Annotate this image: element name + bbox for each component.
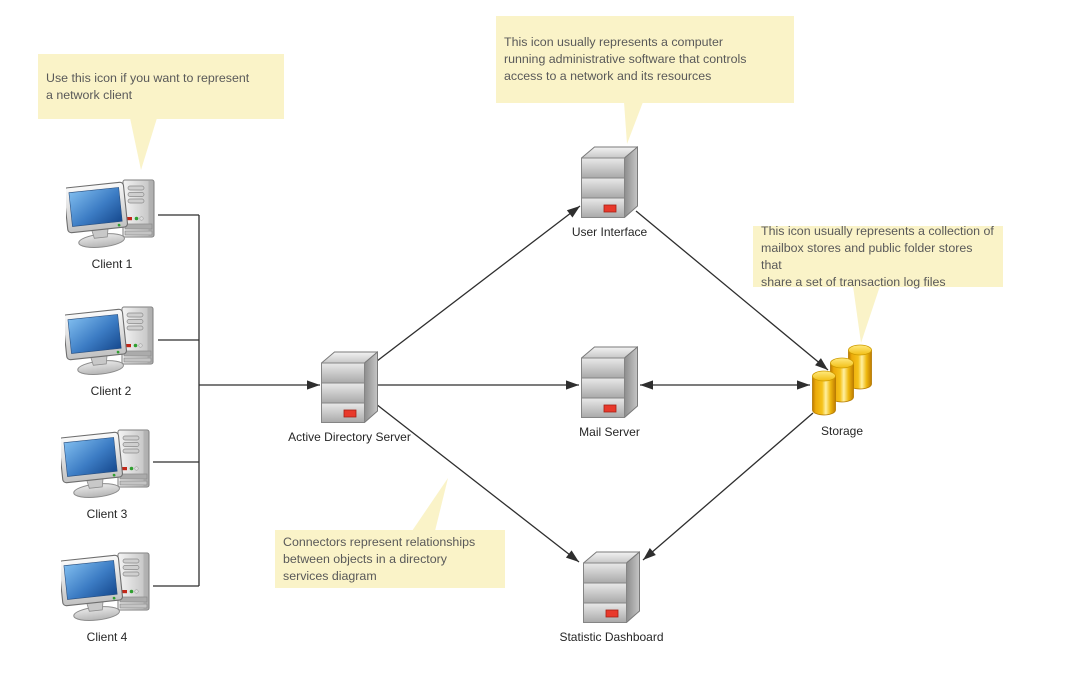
callout-text: Connectors represent relationships betwe… xyxy=(283,534,476,583)
callout-tail xyxy=(412,478,448,531)
node-client-3[interactable]: Client 3 xyxy=(58,428,153,521)
node-mail-server[interactable]: Mail Server xyxy=(579,345,640,439)
connector-user-interface-to-storage[interactable] xyxy=(635,210,829,371)
node-storage[interactable]: Storage xyxy=(812,344,872,438)
callout-tail xyxy=(624,102,643,144)
node-label: User Interface xyxy=(571,225,648,239)
node-label: Client 1 xyxy=(91,257,133,271)
arrowhead xyxy=(565,550,579,562)
arrowhead xyxy=(815,358,828,370)
node-label: Storage xyxy=(820,424,864,438)
server-icon xyxy=(582,550,641,624)
client-computer-icon xyxy=(58,551,153,623)
callout-client-note[interactable]: Use this icon if you want to represent a… xyxy=(38,54,284,119)
node-label: Mail Server xyxy=(579,425,640,439)
arrowhead xyxy=(307,380,320,390)
client-computer-icon xyxy=(62,305,157,377)
connector-active-directory-to-statistic-dashboard[interactable] xyxy=(375,403,580,563)
callout-text: This icon usually represents a computer … xyxy=(504,35,747,83)
arrowhead xyxy=(566,206,580,218)
client-computer-icon xyxy=(58,428,153,500)
server-icon xyxy=(320,350,379,424)
arrowhead xyxy=(797,380,810,390)
arrowhead xyxy=(566,380,579,390)
callout-connectors-note[interactable]: Connectors represent relationships betwe… xyxy=(275,530,505,588)
callout-admin-software-note[interactable]: This icon usually represents a computer … xyxy=(496,16,794,103)
callout-tail xyxy=(853,286,880,343)
node-statistic-dashboard[interactable]: Statistic Dashboard xyxy=(559,550,664,644)
server-icon xyxy=(580,345,639,419)
storage-cylinders-icon xyxy=(812,344,872,417)
node-client-1[interactable]: Client 1 xyxy=(63,178,158,271)
callout-text: This icon usually represents a collectio… xyxy=(761,223,994,289)
arrowhead xyxy=(643,548,656,560)
node-label: Active Directory Server xyxy=(288,430,411,444)
server-icon xyxy=(580,145,639,219)
node-label: Statistic Dashboard xyxy=(559,630,664,644)
callout-storage-note[interactable]: This icon usually represents a collectio… xyxy=(753,224,1003,289)
connector-storage-to-statistic-dashboard[interactable] xyxy=(642,412,814,561)
node-client-2[interactable]: Client 2 xyxy=(62,305,157,398)
callout-tail xyxy=(130,118,157,170)
node-label: Client 4 xyxy=(86,630,128,644)
node-user-interface[interactable]: User Interface xyxy=(572,145,647,239)
connector-active-directory-to-user-interface[interactable] xyxy=(376,205,581,362)
node-active-directory-server[interactable]: Active Directory Server xyxy=(288,350,411,444)
node-label: Client 2 xyxy=(90,384,132,398)
client-computer-icon xyxy=(63,178,158,250)
arrowhead xyxy=(640,380,653,390)
callout-text: Use this icon if you want to represent a… xyxy=(46,70,250,102)
node-label: Client 3 xyxy=(86,507,128,521)
node-client-4[interactable]: Client 4 xyxy=(58,551,153,644)
